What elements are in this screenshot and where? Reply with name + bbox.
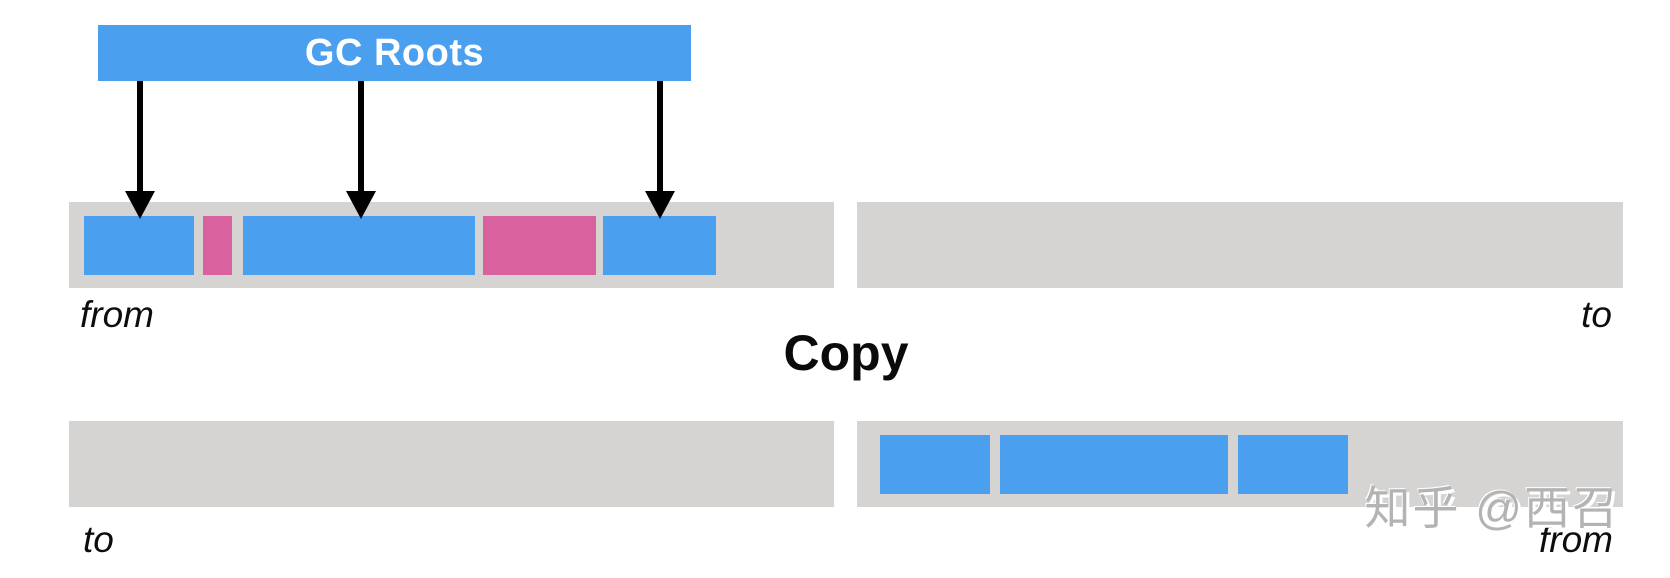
gc-root-reference-arrow (645, 81, 675, 219)
arrow-shaft (137, 81, 143, 191)
copy-caption: Copy (783, 325, 909, 381)
live-object-block (84, 216, 194, 275)
from-space-top (69, 202, 834, 288)
garbage-object-block (483, 216, 596, 275)
arrow-shaft (657, 81, 663, 191)
from-space-bottom (857, 421, 1623, 507)
live-object-block (1238, 435, 1348, 494)
from-space-bottom-label: from (1539, 519, 1613, 560)
gc-roots-label: GC Roots (304, 31, 485, 74)
garbage-object-block (203, 216, 232, 275)
gc-root-reference-arrow (346, 81, 376, 219)
live-object-block (880, 435, 990, 494)
to-space-top-label: to (1581, 294, 1612, 335)
gc-roots-box: GC Roots (98, 25, 691, 81)
from-space-top-label: from (80, 294, 154, 335)
to-space-bottom-label: to (83, 519, 114, 560)
arrow-shaft (358, 81, 364, 191)
to-space-bottom (69, 421, 834, 507)
arrow-head-icon (346, 191, 376, 219)
live-object-block (243, 216, 475, 275)
zhihu-watermark: 知乎 @西召 (1364, 482, 1620, 534)
gc-root-reference-arrow (125, 81, 155, 219)
arrow-head-icon (125, 191, 155, 219)
to-space-top (857, 202, 1623, 288)
live-object-block (603, 216, 716, 275)
arrow-head-icon (645, 191, 675, 219)
live-object-block (1000, 435, 1228, 494)
